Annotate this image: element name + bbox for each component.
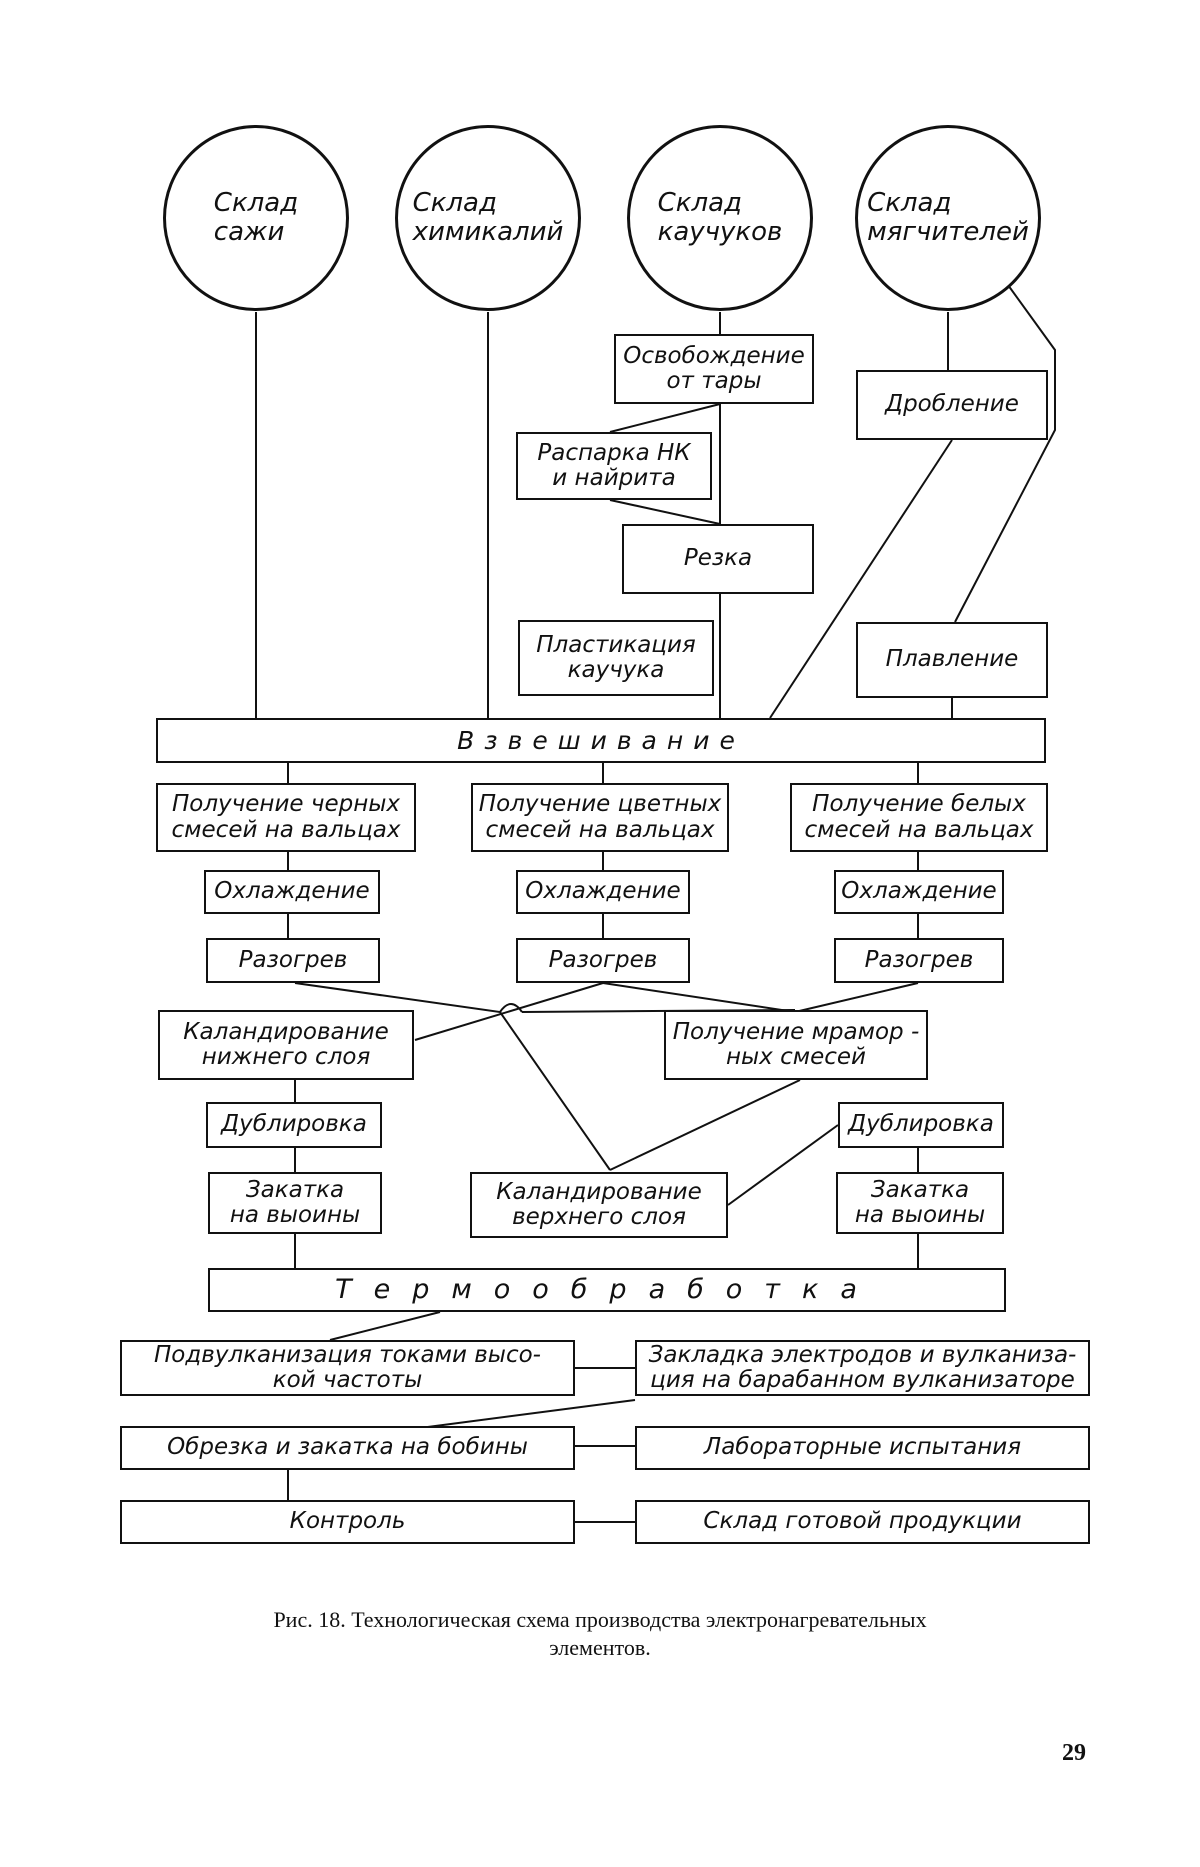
lab-tests-step: Лабораторные испытания — [635, 1426, 1090, 1470]
trimming-label: Обрезка и закатка на бобины — [167, 1434, 528, 1461]
heating-left-step: Разогрев — [206, 938, 380, 983]
heating-left-label: Разогрев — [238, 946, 348, 973]
black-mixing-step: Получение черных смесей на вальцах — [156, 783, 416, 852]
cooling-right-step: Охлаждение — [834, 870, 1004, 914]
white-mixing-step: Получение белых смесей на вальцах — [790, 783, 1048, 852]
heat-treatment-bar: Термообработка — [208, 1268, 1006, 1312]
steaming-step: Распарка НК и найрита — [516, 432, 712, 500]
calendering-bottom-label: Каландирование нижнего слоя — [183, 1018, 389, 1070]
chemicals-storage-label: Склад химикалий — [412, 188, 564, 247]
electrodes-label: Закладка электродов и вулканиза- ция на … — [648, 1341, 1077, 1393]
prevulcanization-step: Подвулканизация токами высо- кой частоты — [120, 1340, 575, 1396]
cutting-step: Резка — [622, 524, 814, 594]
cooling-middle-step: Охлаждение — [516, 870, 690, 914]
white-mixing-label: Получение белых смесей на вальцах — [804, 791, 1034, 843]
winding-right-step: Закатка на выоины — [836, 1172, 1004, 1234]
cooling-right-label: Охлаждение — [841, 878, 997, 905]
colored-mixing-label: Получение цветных смесей на вальцах — [478, 791, 722, 843]
melting-step: Плавление — [856, 622, 1048, 698]
rubbers-storage: Склад каучуков — [627, 125, 813, 311]
marble-mixes-step: Получение мрамор - ных смесей — [664, 1010, 928, 1080]
rubbers-storage-label: Склад каучуков — [657, 188, 783, 247]
black-mixing-label: Получение черных смесей на вальцах — [171, 791, 401, 843]
weighing-bar: Взвешивание — [156, 718, 1046, 763]
calendering-bottom-step: Каландирование нижнего слоя — [158, 1010, 414, 1080]
calendering-top-label: Каландирование верхнего слоя — [496, 1178, 702, 1230]
heating-middle-label: Разогрев — [548, 946, 658, 973]
weighing-label: Взвешивание — [457, 725, 745, 755]
doubling-right-step: Дублировка — [838, 1102, 1004, 1148]
heating-middle-step: Разогрев — [516, 938, 690, 983]
colored-mixing-step: Получение цветных смесей на вальцах — [471, 783, 729, 852]
lab-tests-label: Лабораторные испытания — [703, 1434, 1022, 1461]
heating-right-label: Разогрев — [864, 946, 974, 973]
figure-caption: Рис. 18. Технологическая схема производс… — [273, 1607, 927, 1660]
softeners-storage: Склад мягчителей — [855, 125, 1041, 311]
plastication-label: Пластикация каучука — [536, 631, 696, 683]
heating-right-step: Разогрев — [834, 938, 1004, 983]
winding-left-step: Закатка на выоины — [208, 1172, 382, 1234]
steaming-label: Распарка НК и найрита — [537, 439, 691, 491]
doubling-left-label: Дублировка — [221, 1111, 367, 1138]
soot-storage: Склад сажи — [163, 125, 349, 311]
control-label: Контроль — [289, 1508, 406, 1535]
heat-treatment-label: Термообработка — [335, 1274, 879, 1306]
chemicals-storage: Склад химикалий — [395, 125, 581, 311]
doubling-left-step: Дублировка — [206, 1102, 382, 1148]
softeners-storage-label: Склад мягчителей — [867, 188, 1029, 247]
electrodes-step: Закладка электродов и вулканиза- ция на … — [635, 1340, 1090, 1396]
plastication-step: Пластикация каучука — [518, 620, 714, 696]
winding-left-label: Закатка на выоины — [229, 1176, 361, 1228]
winding-right-label: Закатка на выоины — [854, 1176, 986, 1228]
doubling-right-label: Дублировка — [848, 1111, 994, 1138]
cooling-left-step: Охлаждение — [204, 870, 380, 914]
finished-storage-label: Склад готовой продукции — [703, 1508, 1022, 1535]
page-number: 29 — [1062, 1740, 1086, 1766]
control-step: Контроль — [120, 1500, 575, 1544]
prevulcanization-label: Подвулканизация токами высо- кой частоты — [154, 1341, 541, 1393]
crushing-label: Дробление — [885, 391, 1019, 418]
cooling-middle-label: Охлаждение — [525, 878, 681, 905]
unpacking-label: Освобождение от тары — [623, 342, 805, 394]
marble-mixes-label: Получение мрамор - ных смесей — [672, 1018, 920, 1070]
melting-label: Плавление — [885, 646, 1019, 673]
calendering-top-step: Каландирование верхнего слоя — [470, 1172, 728, 1238]
trimming-step: Обрезка и закатка на бобины — [120, 1426, 575, 1470]
crushing-step: Дробление — [856, 370, 1048, 440]
cutting-label: Резка — [683, 545, 753, 572]
finished-storage-step: Склад готовой продукции — [635, 1500, 1090, 1544]
soot-storage-label: Склад сажи — [213, 188, 299, 247]
cooling-left-label: Охлаждение — [214, 878, 370, 905]
unpacking-step: Освобождение от тары — [614, 334, 814, 404]
